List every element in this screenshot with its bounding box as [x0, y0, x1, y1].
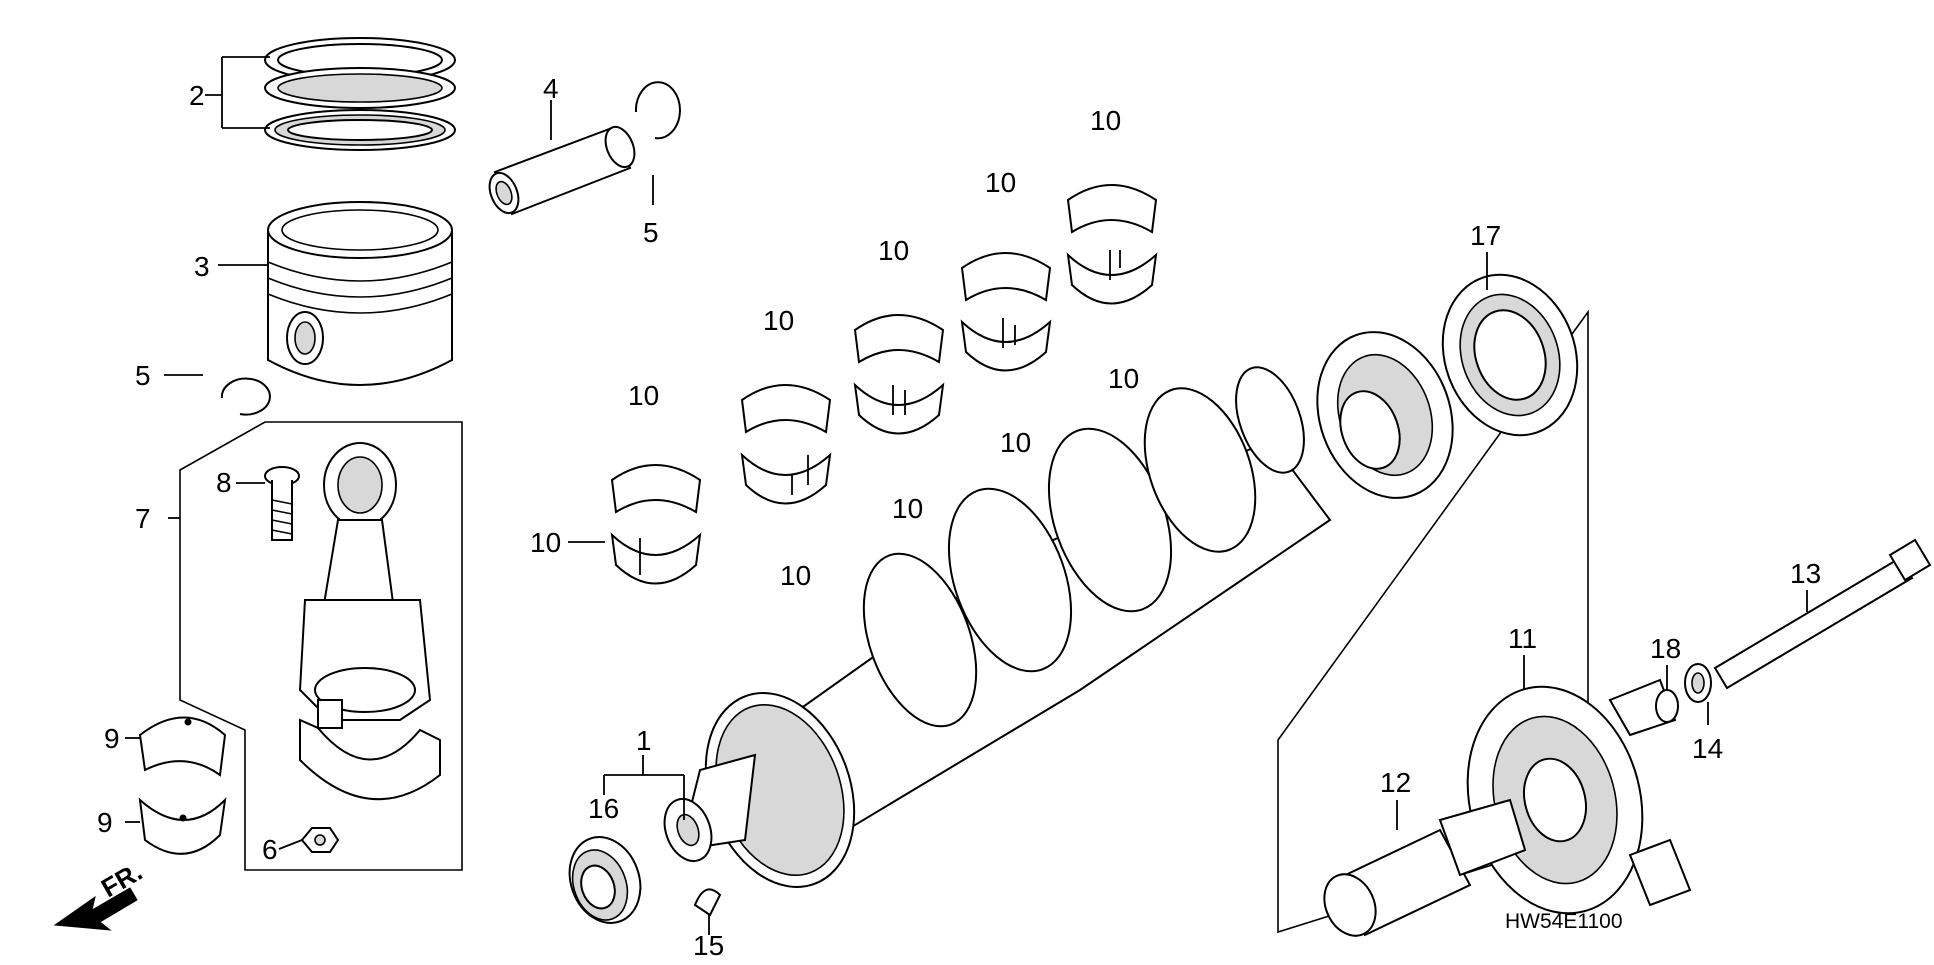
crank-bearing [1316, 331, 1454, 499]
callout-6: 6 [262, 834, 278, 865]
o-ring [1655, 689, 1679, 723]
rod-nut [300, 827, 340, 853]
callout-3: 3 [194, 251, 210, 282]
main-bearing-2 [740, 384, 832, 505]
diagram-code: HW54E1100 [1505, 910, 1623, 933]
piston-rings [264, 37, 456, 151]
callout-10-d: 10 [780, 560, 811, 591]
woodruff-key [693, 888, 722, 917]
callout-2: 2 [189, 80, 205, 111]
needle-bearing [568, 836, 642, 924]
piston-pin [488, 125, 636, 216]
callout-11: 11 [1508, 623, 1537, 654]
main-bearing-1 [610, 464, 702, 585]
callout-15: 15 [693, 930, 724, 961]
piston [267, 201, 453, 386]
callout-14: 14 [1692, 733, 1723, 764]
rod-bearing-upper [138, 716, 227, 777]
callout-7: 7 [135, 503, 151, 534]
spline-shaft [1323, 798, 1527, 937]
callout-10-e: 10 [878, 235, 909, 266]
seal-holder [1441, 273, 1579, 437]
callout-10-a: 10 [628, 380, 659, 411]
connecting-rod [298, 442, 432, 721]
coupling [1466, 678, 1692, 915]
callout-8: 8 [216, 467, 232, 498]
pin-clip-lower [220, 377, 271, 416]
front-direction-indicator: FR. [53, 856, 147, 931]
callout-10-f: 10 [892, 493, 923, 524]
callout-18: 18 [1650, 633, 1681, 664]
callout-17: 17 [1470, 220, 1501, 251]
callout-5-upper: 5 [643, 217, 659, 248]
callout-10-c: 10 [763, 305, 794, 336]
main-bearing-3 [853, 314, 945, 435]
main-bearing-5 [1066, 184, 1158, 305]
callout-16: 16 [588, 793, 619, 824]
callout-10-i: 10 [1090, 105, 1121, 136]
washer [1684, 663, 1712, 703]
rod-bolt [264, 466, 300, 541]
callout-10-b: 10 [530, 527, 561, 558]
pin-clip-upper [634, 81, 681, 140]
callouts: 2 3 4 5 5 7 8 6 9 9 1 16 15 11 12 13 14 … [97, 73, 1821, 961]
main-bearings [610, 184, 1158, 585]
conrod-group-frame [179, 421, 463, 871]
callout-10-j: 10 [1108, 363, 1139, 394]
callout-10-h: 10 [1000, 427, 1031, 458]
callout-9-upper: 9 [104, 723, 120, 754]
main-bearing-4 [960, 252, 1052, 372]
rod-cap [299, 699, 441, 801]
crank-bolt [1713, 538, 1932, 690]
callout-13: 13 [1790, 558, 1821, 589]
callout-5-lower: 5 [135, 360, 151, 391]
callout-9-lower: 9 [97, 807, 113, 838]
callout-1: 1 [636, 725, 652, 756]
front-direction-label: FR. [96, 856, 147, 903]
callout-12: 12 [1380, 767, 1411, 798]
callout-10-g: 10 [985, 167, 1016, 198]
callout-4: 4 [543, 73, 559, 104]
leader-lines [125, 56, 1808, 935]
crankshaft [663, 366, 1332, 888]
rod-bearing-lower [138, 797, 227, 855]
